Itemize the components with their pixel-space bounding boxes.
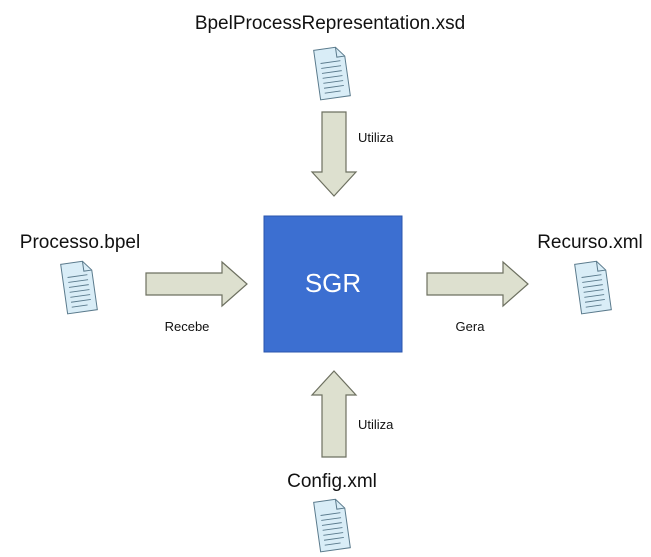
top-arrow <box>310 111 358 197</box>
left-edge-label: Recebe <box>165 319 210 334</box>
bottom-file-label: Config.xml <box>287 471 377 492</box>
left-file-icon <box>60 259 98 315</box>
right-file-icon <box>574 259 612 315</box>
top-edge-label: Utiliza <box>358 130 394 145</box>
bottom-arrow <box>310 370 358 458</box>
top-file-label: BpelProcessRepresentation.xsd <box>195 13 465 34</box>
bottom-edge-label: Utiliza <box>358 417 394 432</box>
sgr-box <box>263 215 403 353</box>
right-file-label: Recurso.xml <box>537 232 643 253</box>
right-arrow <box>426 260 529 308</box>
bottom-file-icon <box>313 497 351 553</box>
right-edge-label: Gera <box>456 319 486 334</box>
top-file-icon <box>313 45 351 101</box>
left-file-label: Processo.bpel <box>20 232 140 253</box>
sgr-label: SGR <box>305 268 361 298</box>
left-arrow <box>145 260 248 308</box>
